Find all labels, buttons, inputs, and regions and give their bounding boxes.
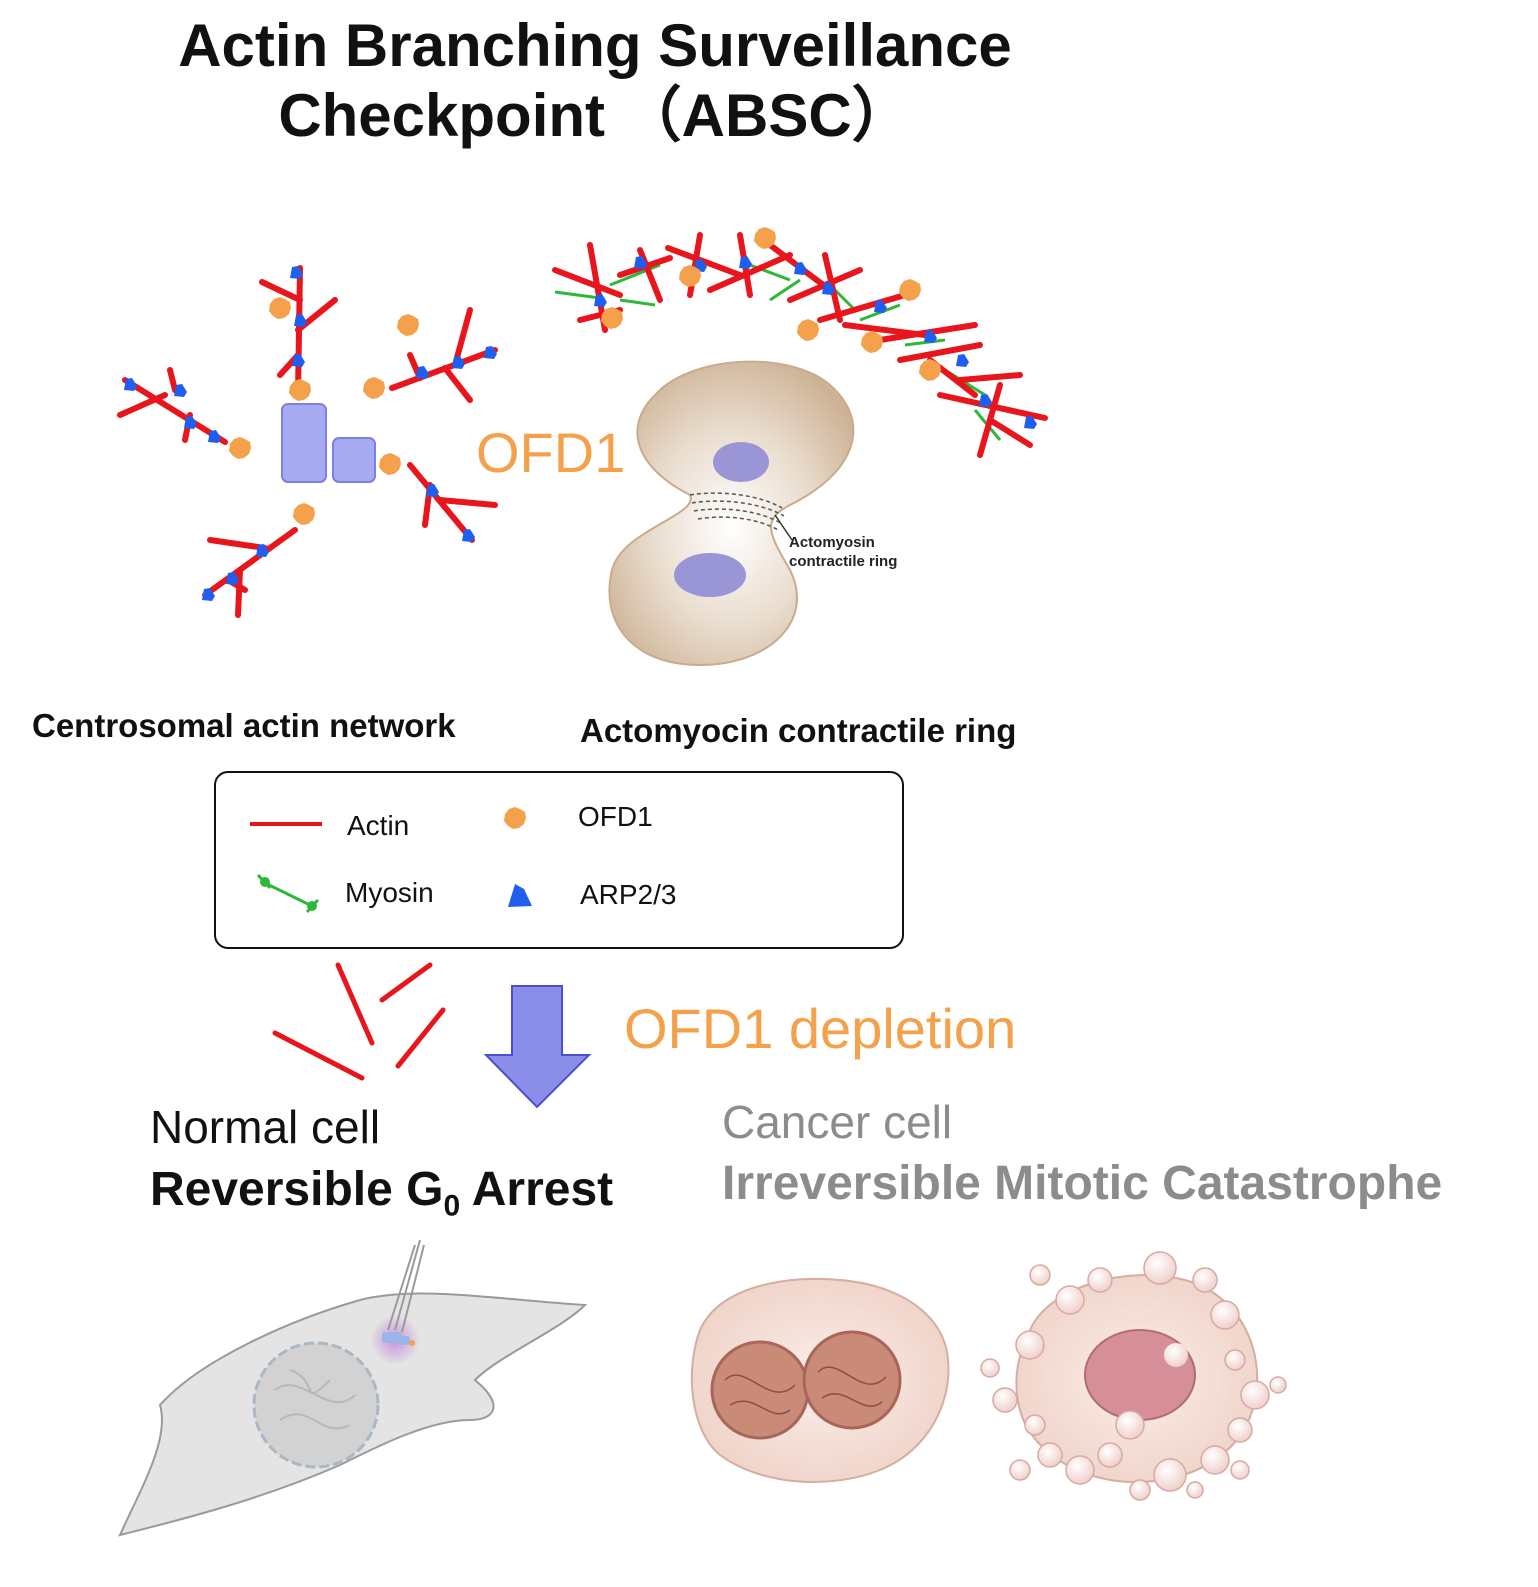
down-arrow-icon [483, 985, 592, 1109]
broken-actin-fragments [272, 962, 446, 1081]
normal-outcome-subscript: 0 [443, 1189, 461, 1223]
ring-annotation: Actomyosin contractile ring [789, 533, 897, 571]
centrosomal-actin-network [117, 265, 498, 618]
normal-cell-outcome: Reversible G0 Arrest [150, 1162, 613, 1224]
section-label-left: Centrosomal actin network [32, 707, 456, 744]
arp23-legend-icon [508, 884, 532, 907]
normal-outcome-prefix: Reversible G [150, 1163, 444, 1216]
ring-annotation-line-1: Actomyosin [789, 534, 875, 551]
legend-label-ofd1: OFD1 [578, 801, 653, 832]
cancer-cell-binucleate [690, 1277, 950, 1483]
section-label-right: Actomyocin contractile ring [580, 712, 1017, 749]
normal-outcome-suffix: Arrest [460, 1163, 614, 1216]
legend-icons [250, 807, 532, 914]
cancer-cell-outcome: Irreversible Mitotic Catastrophe [722, 1157, 1443, 1210]
title-line-2: Checkpoint （ABSC） [278, 82, 912, 149]
myosin-legend-icon [256, 873, 320, 914]
dividing-cell [608, 360, 855, 667]
legend-box [214, 771, 904, 949]
ring-stripes [689, 492, 785, 531]
cancer-cell-label: Cancer cell [722, 1096, 953, 1148]
legend-label-actin: Actin [347, 810, 410, 841]
ring-annotation-line-2: contractile ring [789, 553, 898, 570]
ofd1-depletion-label: OFD1 depletion [624, 997, 1017, 1060]
ofd1-center-label: OFD1 [476, 421, 626, 484]
normal-cell-illustration [118, 1239, 588, 1537]
normal-cell-label: Normal cell [150, 1101, 381, 1153]
actin-filaments-left [117, 265, 498, 618]
legend-label-arp23: ARP2/3 [580, 879, 677, 910]
actomyosin-ring-arc [552, 227, 1048, 458]
title-line-1: Actin Branching Surveillance [178, 12, 1012, 79]
legend-label-myosin: Myosin [345, 877, 434, 908]
cancer-cell-blebbing [980, 1251, 1287, 1501]
centrosome-cylinders [281, 403, 376, 483]
